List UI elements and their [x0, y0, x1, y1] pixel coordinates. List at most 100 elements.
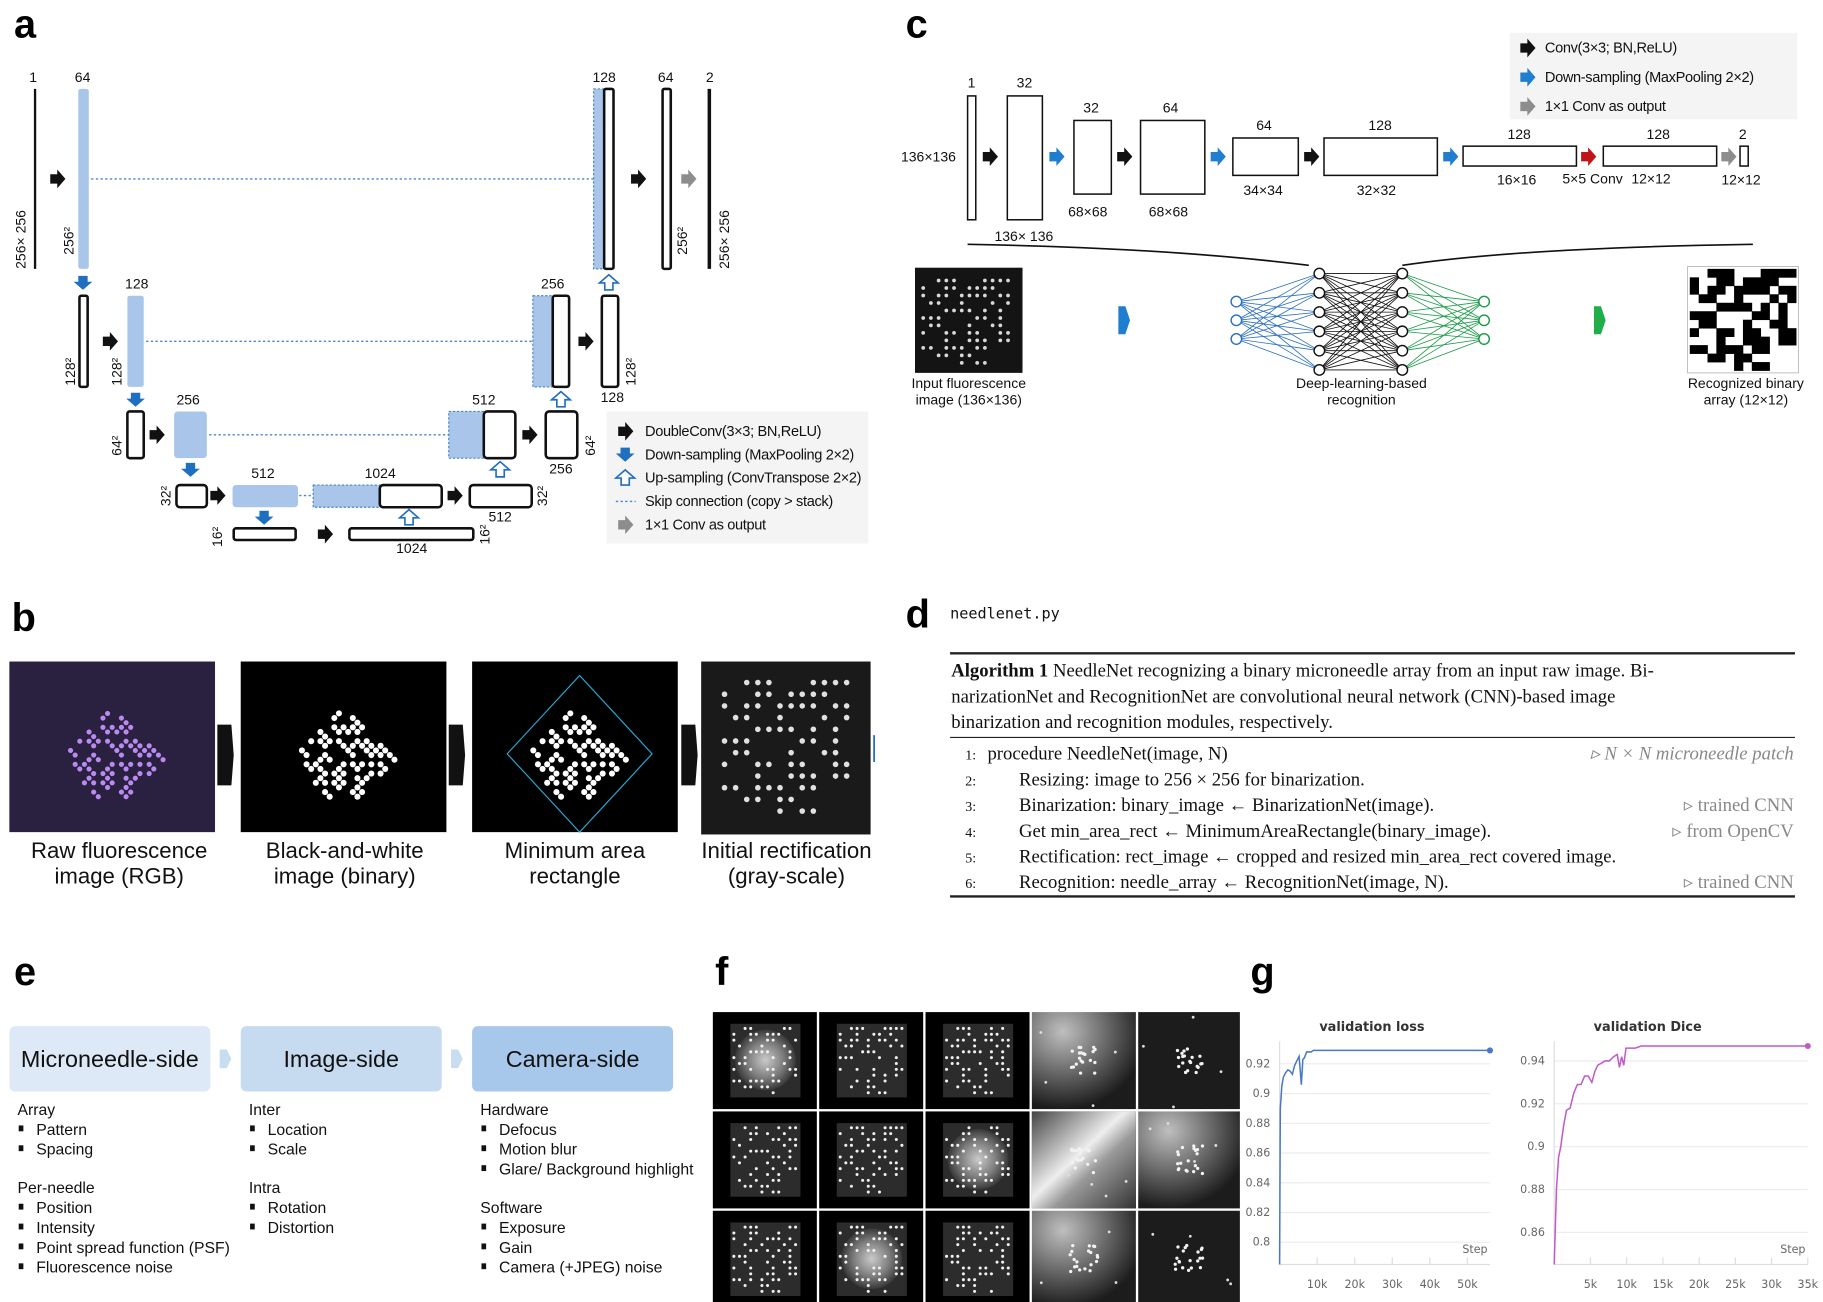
needle-dot	[590, 742, 597, 749]
needle-dot	[978, 1272, 982, 1276]
needle-dot	[849, 1143, 853, 1147]
fluorescence-dot	[983, 308, 987, 313]
needle-dot	[844, 1056, 848, 1060]
needle-dot	[1078, 1151, 1082, 1155]
needle-dot	[799, 784, 806, 791]
needle-dot	[382, 765, 389, 772]
needle-dot	[989, 1026, 993, 1030]
needle-dot	[945, 1056, 949, 1060]
needle-dot	[973, 1178, 977, 1182]
needle-dot	[771, 1190, 775, 1194]
needle-dot	[335, 728, 342, 735]
list-item: Pattern	[36, 1122, 87, 1139]
needle-dot	[950, 1178, 954, 1182]
x-axis-label: Step	[1462, 1243, 1487, 1256]
needle-dot	[1189, 1266, 1193, 1270]
fluorescence-dot	[990, 323, 995, 328]
needle-dot	[989, 1231, 993, 1235]
needle-dot	[1001, 1260, 1005, 1264]
fluorescence-dot	[944, 338, 949, 343]
needle-dot	[984, 1073, 988, 1077]
needle-dot	[894, 1026, 898, 1030]
fluorescence-dots	[921, 278, 1010, 365]
fluorescence-dot	[975, 360, 980, 365]
needle-dot	[1074, 1062, 1078, 1066]
needle-dot	[340, 770, 347, 777]
needle-dot	[754, 1132, 758, 1136]
needle-dot	[777, 1248, 781, 1253]
binary-cell	[1751, 285, 1762, 295]
needle-dot	[91, 780, 97, 786]
needle-dot	[100, 724, 106, 730]
needle-dot	[794, 1137, 798, 1141]
binary-cell	[1787, 328, 1797, 337]
panel-label-g: g	[1250, 950, 1274, 994]
needle-dot	[363, 747, 370, 754]
nn-edge	[1319, 273, 1403, 371]
needle-dot	[354, 775, 361, 782]
y-tick-label: 0.86	[1246, 1147, 1271, 1160]
needle-dot	[849, 1026, 853, 1030]
needle-dot	[317, 775, 324, 782]
fluorescence-dot	[959, 308, 964, 313]
fluorescence-dot	[936, 293, 941, 298]
needle-dot	[866, 1091, 870, 1095]
needle-dot	[788, 1026, 792, 1030]
needle-dot	[849, 1155, 853, 1159]
needle-dot	[771, 1038, 775, 1042]
line-comment: ▹ from OpenCV	[1672, 821, 1794, 842]
needle-dot	[1088, 1269, 1092, 1273]
binary-cell	[1769, 268, 1779, 278]
needle-dot	[326, 793, 333, 800]
image-patch	[943, 1222, 1014, 1297]
needle-dot	[1186, 1159, 1190, 1163]
needle-dot	[782, 1044, 786, 1048]
needle-dot	[544, 761, 551, 768]
needle-dot	[91, 752, 97, 758]
fluorescence-dot	[998, 293, 1003, 298]
needle-dot	[137, 743, 143, 749]
needle-dot	[604, 747, 611, 754]
needle-dot	[743, 749, 750, 756]
needle-dot	[737, 1278, 742, 1282]
legend-item: Down-sampling (MaxPooling 2×2)	[645, 447, 854, 463]
needle-dot	[900, 1272, 904, 1276]
needle-dot	[855, 1278, 859, 1282]
needle-dot	[810, 691, 817, 698]
nn-edge	[1402, 301, 1485, 332]
needle-dot	[754, 1231, 758, 1235]
needle-dot	[732, 714, 739, 721]
needle-dot	[956, 1143, 960, 1147]
needle-dot	[743, 1254, 747, 1258]
needle-dot	[104, 738, 111, 744]
series-endpoint[interactable]	[1486, 1047, 1493, 1054]
needle-dot	[585, 793, 592, 800]
needle-dot	[118, 715, 125, 721]
down-sampling-icon	[126, 392, 145, 407]
needle-dot	[123, 720, 129, 726]
needle-dot	[1072, 1257, 1076, 1262]
needle-dot	[950, 1143, 954, 1147]
needle-dot	[755, 773, 761, 779]
group-heading: Intra	[249, 1180, 281, 1197]
needle-dot	[900, 1026, 904, 1030]
binary-cell	[1734, 294, 1744, 304]
needle-dot	[799, 691, 806, 698]
needle-dot	[794, 1167, 798, 1171]
needle-dot	[771, 1167, 775, 1171]
series-endpoint[interactable]	[1804, 1042, 1811, 1050]
needle-dot	[788, 1137, 792, 1141]
needle-dot	[855, 1038, 859, 1042]
needle-dot	[721, 703, 728, 709]
list-item: Distortion	[268, 1220, 335, 1237]
needle-dot	[956, 1254, 960, 1258]
needle-dot	[160, 757, 166, 763]
line-comment: ▹ N × N microneedle patch	[1590, 744, 1793, 765]
needle-dot	[760, 1085, 764, 1089]
needle-dot	[123, 766, 129, 772]
up-sampling-icon	[489, 460, 511, 478]
needle-dot	[866, 1178, 870, 1182]
needle-dot	[861, 1149, 865, 1153]
needle-dot	[984, 1067, 988, 1071]
needle-dot	[1200, 1144, 1205, 1148]
